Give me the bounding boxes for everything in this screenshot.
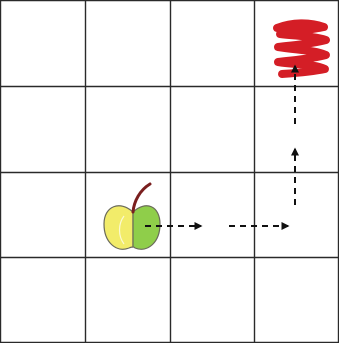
red-scribble-icon bbox=[273, 19, 330, 78]
path bbox=[145, 64, 299, 230]
apple-icon bbox=[103, 182, 161, 250]
